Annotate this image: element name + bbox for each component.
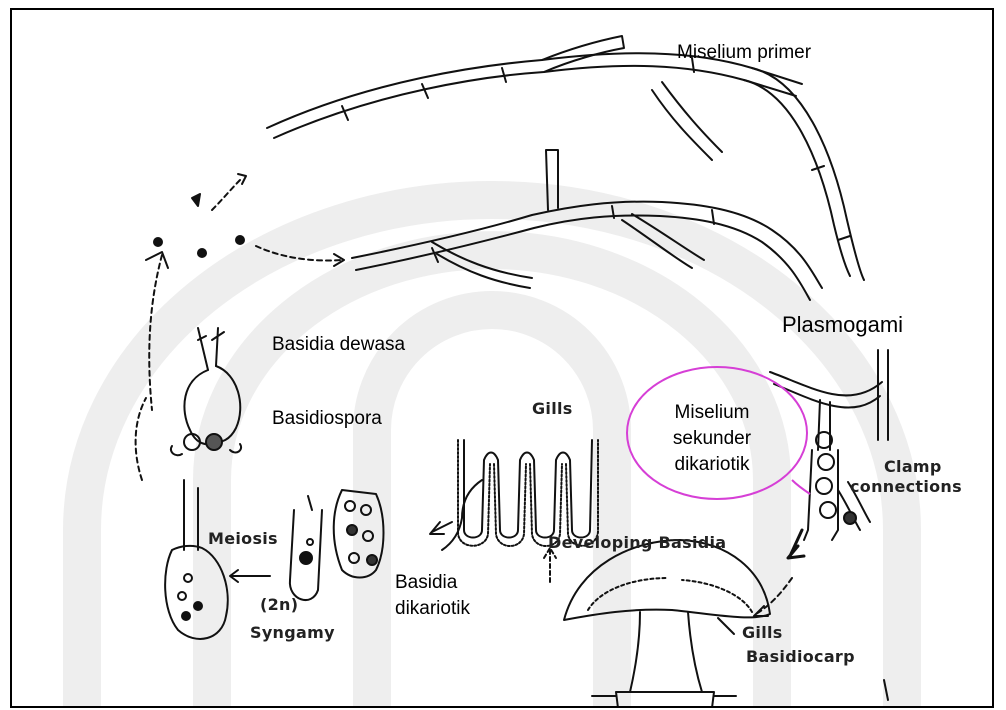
label-miselium-sekunder-line3: dikariotik [642,452,782,478]
figure-label-gills-bottom: Gills [742,622,783,644]
figure-label-basidiocarp: Basidiocarp [746,646,855,668]
label-plasmogami: Plasmogami [782,314,903,336]
label-miselium-sekunder-line2: sekunder [642,426,782,452]
label-basidia-dikariotik-line2: dikariotik [395,596,470,622]
label-miselium-sekunder-line1: Miselium [642,400,782,426]
syngamy-cell [290,496,322,600]
figure-label-meiosis: Meiosis [208,528,278,550]
label-basidia-dewasa: Basidia dewasa [272,334,405,356]
diagram-frame: Miselium primer Plasmogami Basidia dewas… [10,8,994,708]
highlight-oval-pointer [792,480,810,494]
life-cycle-illustration [12,10,994,708]
label-basidia-dikariotik-line1: Basidia [395,570,470,596]
figure-label-connections: connections [850,476,962,498]
label-basidiospora: Basidiospora [272,408,382,430]
figure-label-clamp: Clamp [884,456,942,478]
label-basidia-dikariotik: Basidia dikariotik [395,570,470,622]
label-miselium-sekunder: Miselium sekunder dikariotik [642,400,782,478]
figure-label-syngamy: Syngamy [250,622,335,644]
spore-g-mark [192,194,200,206]
figure-label-2n: (2n) [260,594,298,616]
figure-label-developing-basidia: Developing Basidia [548,532,726,554]
figure-label-gills-top: Gills [532,398,573,420]
label-miselium-primer: Miselium primer [677,42,811,64]
